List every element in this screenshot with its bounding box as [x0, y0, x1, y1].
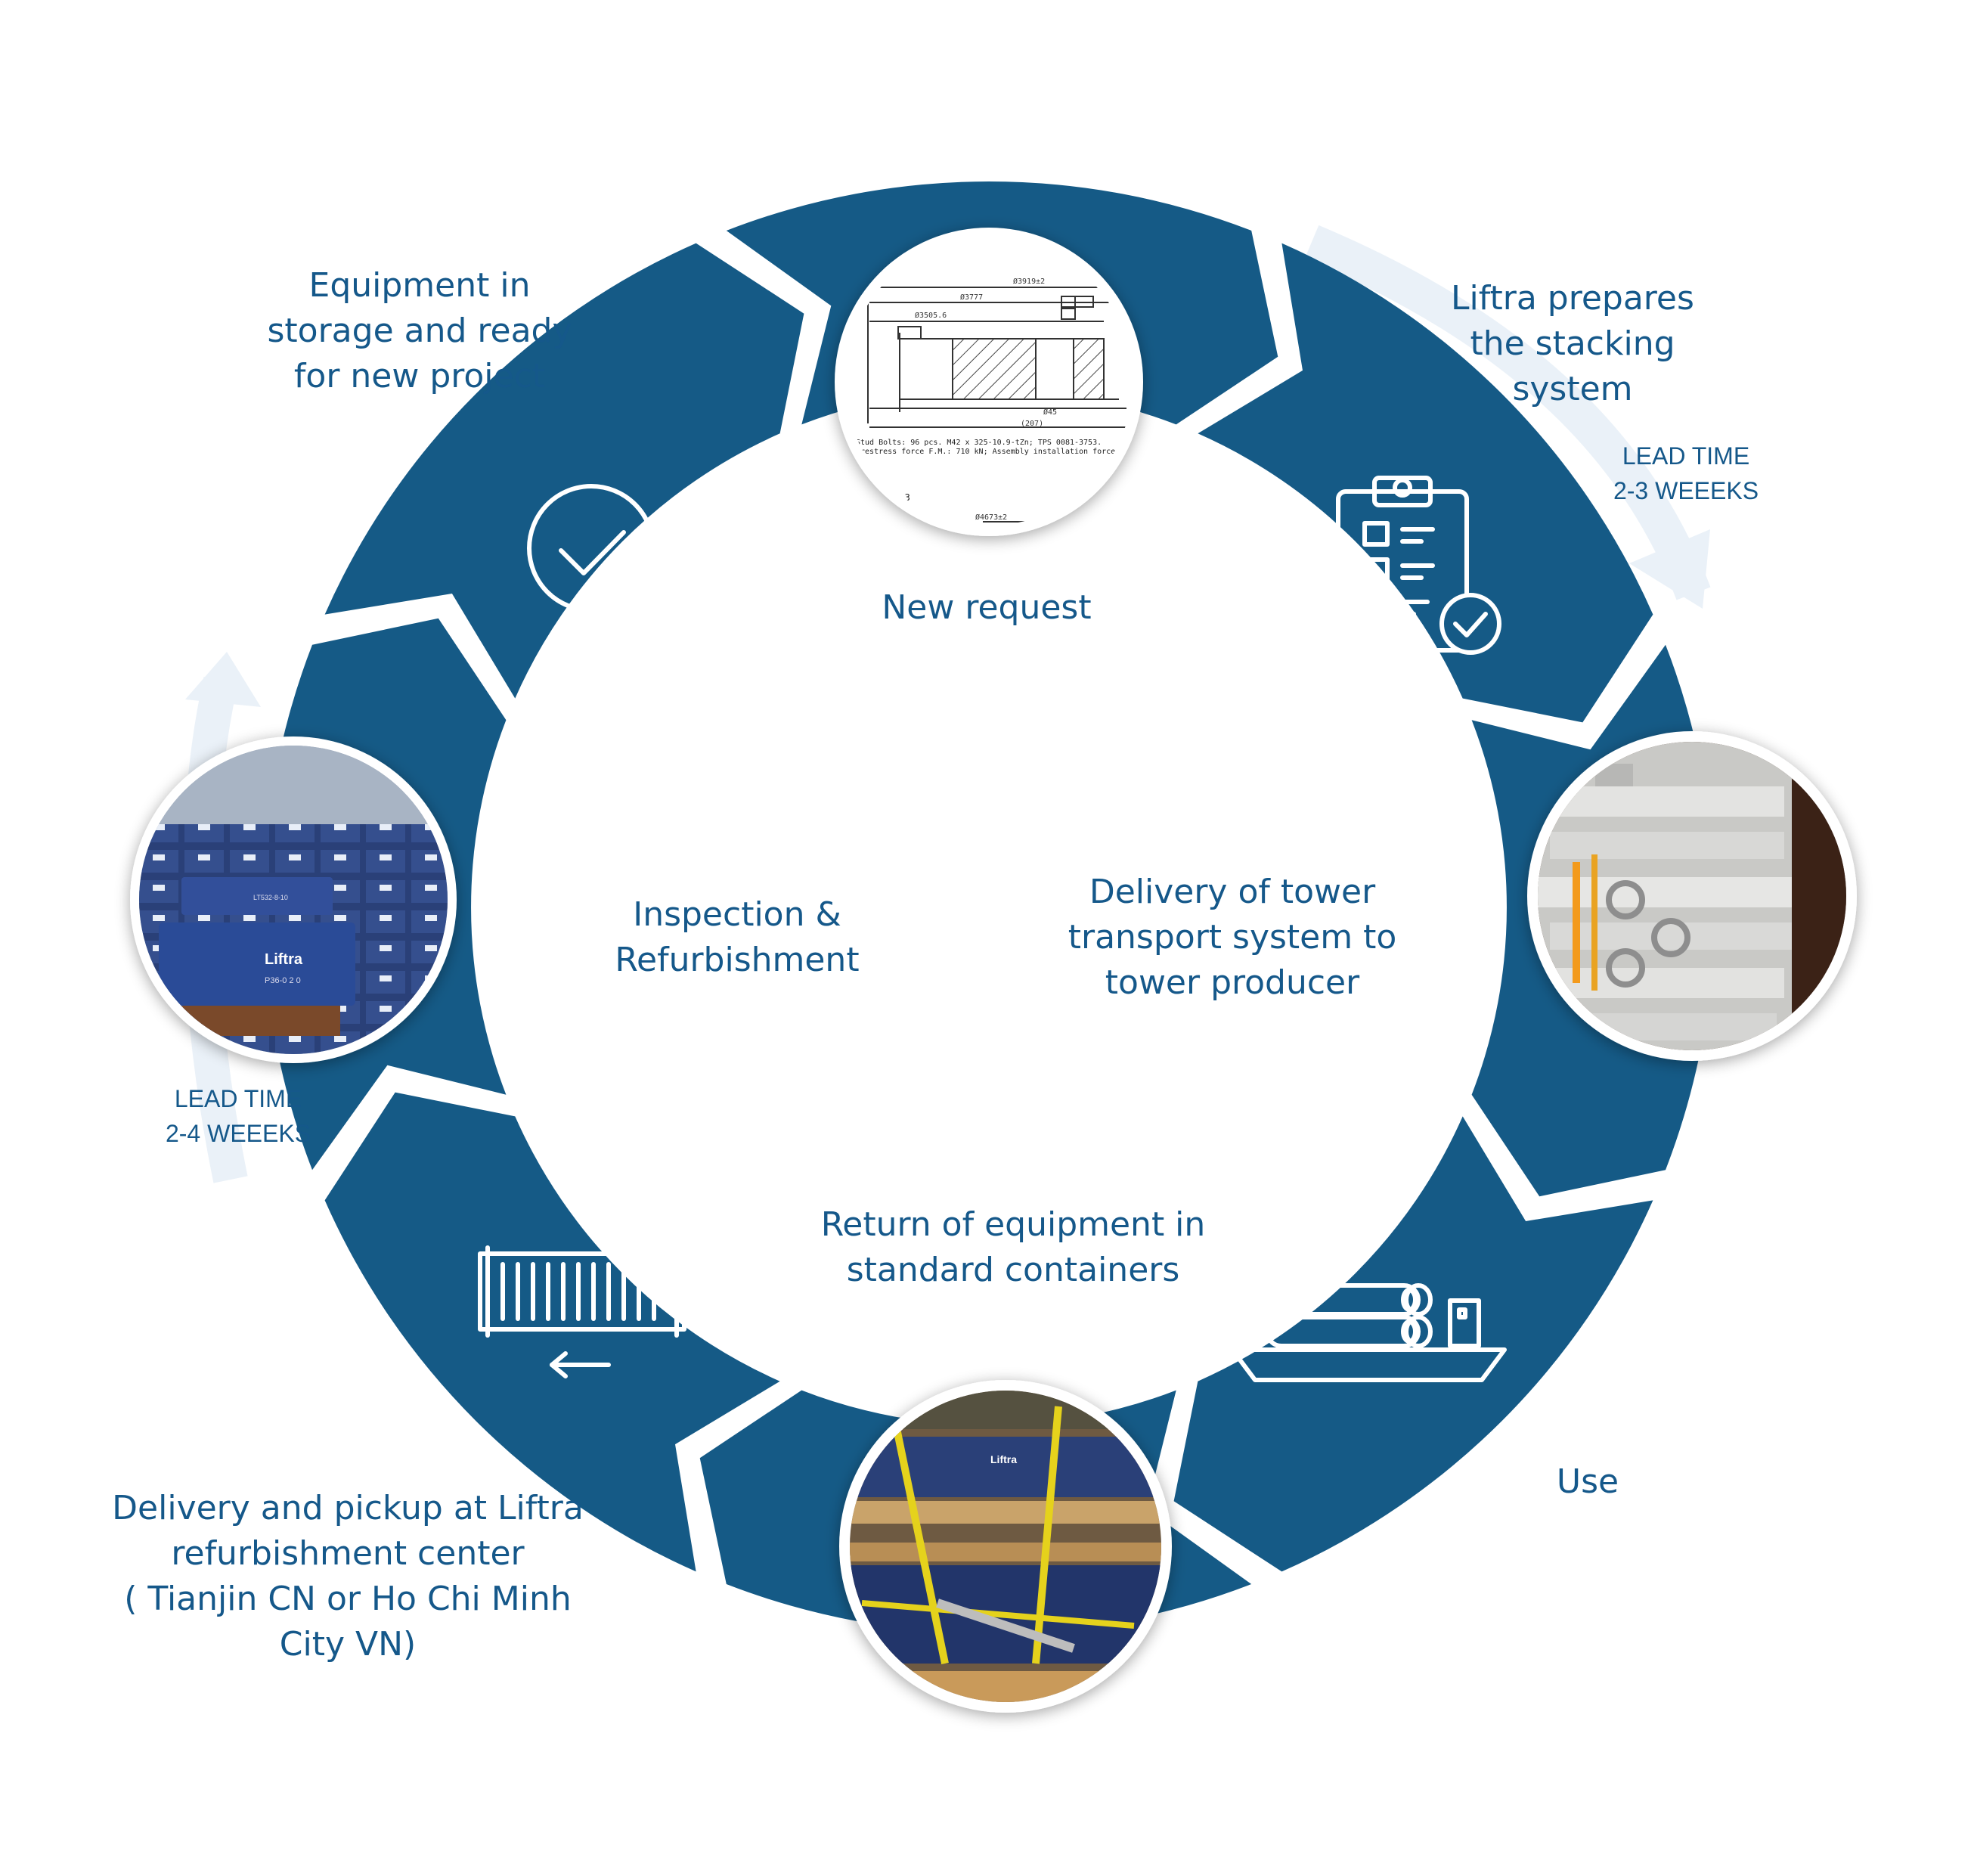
step-pickup-label: Delivery and pickup at Liftra refurbishm…	[112, 1489, 584, 1664]
segment-storage	[324, 243, 804, 699]
lead-time-right: LEAD TIME 2-3 WEEEKS	[1588, 439, 1784, 508]
left-photo-brand: Liftra	[265, 951, 303, 968]
lead-time-left: LEAD TIME 2-4 WEEEKS	[136, 1081, 340, 1151]
step-use-label: Use	[1556, 1462, 1619, 1501]
lead-time-right-value: 2-3 WEEEKS	[1613, 477, 1759, 504]
bottom-photo-brand: Liftra	[990, 1453, 1017, 1465]
check-circle-icon	[527, 484, 655, 612]
drawing-note-1: Stud Bolts: 96 pcs. M42 x 325-10.9-tZn; …	[856, 439, 1102, 447]
step-delivery-label: Delivery of tower transport system to to…	[1068, 873, 1397, 1002]
new-request-photo: Ø3919±2 Ø3777 Ø3505.6 Ø45 (207) Stud Bol…	[835, 228, 1179, 536]
step-stacking-label: Liftra prepares the stacking system	[1451, 279, 1694, 408]
lead-time-right-label: LEAD TIME	[1622, 442, 1750, 470]
shipping-container-icon	[478, 1245, 686, 1378]
step-new-request-label: New request	[882, 588, 1092, 627]
inspection-photo: Liftra P36-0 2 0 LT532-8-10	[130, 736, 457, 1063]
drawing-dim-top: Ø3919±2	[1013, 277, 1045, 286]
right-flow-arrowhead	[1629, 529, 1710, 609]
clipboard-checklist-icon	[1336, 476, 1501, 655]
drawing-dim-2: Ø3777	[960, 293, 983, 302]
right-flow-arrow	[1304, 225, 1711, 600]
cargo-ship-icon	[1230, 1283, 1507, 1382]
segment-stacking	[1198, 243, 1653, 723]
lead-time-left-value: 2-4 WEEEKS	[165, 1120, 311, 1147]
step-storage-label: Equipment in storage and ready for new p…	[267, 266, 572, 395]
step-inspection-label: Inspection & Refurbishment	[615, 895, 860, 979]
lead-time-left-label: LEAD TIME	[174, 1085, 302, 1112]
drawing-dim-4: Ø45	[1043, 408, 1057, 417]
technical-drawing	[867, 287, 1133, 522]
drawing-dim-6: Ø4673±2	[975, 513, 1007, 522]
step-return-label: Return of equipment in standard containe…	[820, 1205, 1206, 1289]
return-photo: Liftra	[839, 1380, 1172, 1713]
drawing-dim-3: Ø3505.6	[915, 311, 947, 320]
left-photo-code: LT532-8-10	[253, 894, 288, 901]
left-flow-arrowhead	[185, 652, 261, 707]
drawing-note-2: Prestress force F.M.: 710 kN; Assembly i…	[856, 448, 1179, 456]
segment-pickup	[324, 1092, 780, 1572]
left-photo-code2: P36-0 2 0	[265, 976, 301, 985]
drawing-dim-5: (207)	[1021, 420, 1043, 428]
